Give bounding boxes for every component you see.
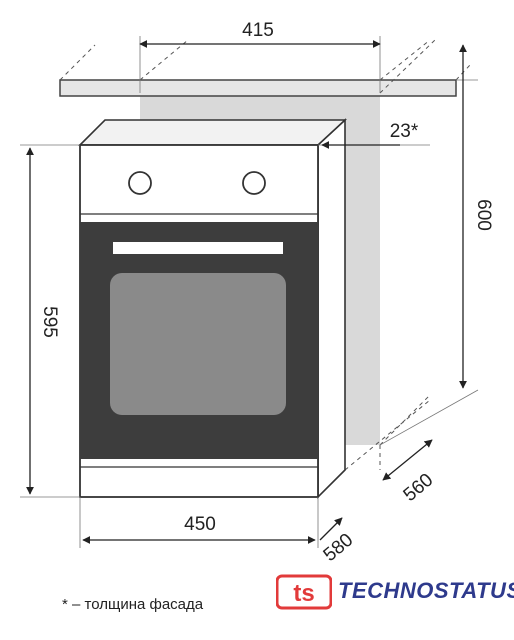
dimension-arrows	[26, 40, 467, 544]
dashed-guides	[59, 39, 471, 471]
countertop	[59, 79, 457, 97]
right-knob-icon	[242, 171, 266, 195]
ts-logo-icon: ts	[276, 574, 332, 610]
depth-580-arrow	[319, 517, 343, 541]
oven-top-panel	[78, 119, 348, 146]
label-oven-height: 595	[39, 306, 60, 338]
ts-logo-letters: ts	[293, 580, 314, 607]
niche-back-panel	[140, 93, 380, 445]
left-knob-icon	[128, 171, 152, 195]
brand-name: TECHNOSTATUS	[338, 578, 514, 603]
label-facade-thickness: 23*	[390, 121, 419, 142]
door-window	[110, 273, 286, 415]
label-niche-height: 600	[473, 199, 494, 231]
depth-560-arrow	[382, 439, 433, 481]
oven-side-panel	[317, 118, 346, 499]
footnote-text: * – толщина фасада	[62, 596, 204, 613]
door-handle	[113, 242, 283, 254]
label-niche-depth: 560	[400, 470, 438, 506]
label-niche-width: 415	[242, 20, 274, 41]
label-oven-width: 450	[184, 514, 216, 535]
brand-logo: ts TECHNOSTATUS	[276, 574, 514, 610]
